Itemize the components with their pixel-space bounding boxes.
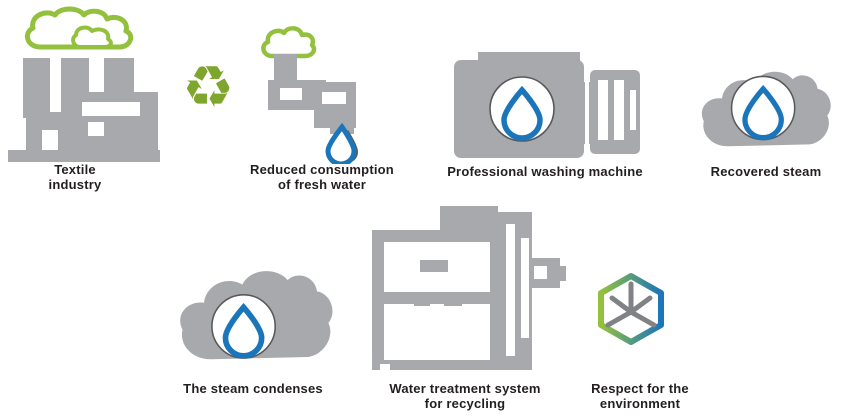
water-treatment-icon [366,204,566,376]
label-line: for recycling [424,396,506,411]
steam-cloud-icon [696,64,836,152]
label-line: Respect for the [591,381,689,396]
label-line: of fresh water [277,177,367,192]
label-line: environment [599,396,681,411]
label-line: Reduced consumption [250,162,394,177]
water-droplet-icon [742,84,784,141]
condense-cloud-icon [176,262,336,366]
emissions-cloud-icon [18,5,138,57]
label-line: Recovered steam [710,164,822,179]
recycle-icon: ♻ [182,53,234,121]
label-line: industry [48,177,102,192]
factory-icon [8,56,160,162]
water-droplet-icon [501,85,543,141]
water-droplet-icon [222,302,265,359]
label-line: Water treatment system [389,381,541,396]
water-droplet-icon [325,122,357,164]
tap-icon [256,24,360,164]
planet-label: Respect for the environment [570,381,710,411]
small-green-cloud-icon [261,26,317,59]
label-line: The steam condenses [183,381,323,396]
tap-label: Reduced consumption of fresh water [227,162,417,192]
condense-label: The steam condenses [163,381,343,396]
steam-label: Recovered steam [700,164,832,179]
label-line: Textile [54,162,96,177]
factory-label: Textile industry [20,162,130,192]
washer-label: Professional washing machine [435,164,655,179]
treatment-label: Water treatment system for recycling [360,381,570,411]
label-line: Professional washing machine [447,164,643,179]
washing-machine-icon [452,52,642,164]
eco-cube-icon [592,270,670,346]
